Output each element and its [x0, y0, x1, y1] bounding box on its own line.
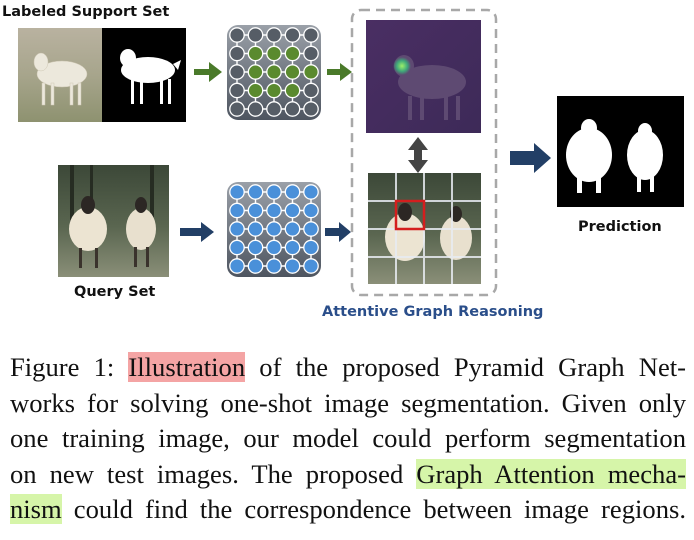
query-set-label: Query Set: [74, 284, 156, 300]
graph-node: [266, 239, 282, 256]
graph-node: [266, 82, 282, 99]
graph-node: [303, 239, 319, 256]
graph-node: [303, 45, 319, 62]
arrow-graph-to-attention-top: [327, 63, 352, 81]
query-sheep-left: [69, 196, 107, 268]
attention-box: [350, 8, 498, 297]
graph-node: [229, 82, 245, 99]
graph-node: [284, 64, 301, 80]
graph-node: [247, 101, 264, 117]
caption-line-1: Figure 1: Illustration of the proposed P…: [10, 350, 686, 386]
graph-node: [247, 27, 264, 43]
graph-node: [247, 202, 264, 219]
graph-node: [303, 82, 319, 99]
figure-diagram: [18, 8, 684, 297]
caption-line-5: nism could find the correspondence betwe…: [10, 492, 686, 528]
graph-node: [284, 101, 301, 117]
support-graph: [227, 25, 321, 120]
graph-node: [229, 45, 245, 62]
graph-node: [247, 258, 264, 274]
attended-region: [394, 199, 426, 231]
caption-line-3: one training image, our model could perf…: [10, 423, 686, 453]
highlight-graph-attention: Graph Attention mecha-: [416, 458, 686, 489]
caption-text: could find the correspondence between im…: [61, 494, 686, 524]
graph-node: [284, 258, 301, 274]
graph-node: [266, 221, 282, 237]
prediction-label: Prediction: [578, 219, 662, 235]
attention-map: [366, 20, 481, 133]
graph-node: [303, 184, 319, 200]
graph-node: [266, 101, 282, 117]
graph-node: [266, 184, 282, 200]
graph-node: [247, 184, 264, 200]
graph-node: [303, 221, 319, 237]
graph-node: [303, 258, 319, 274]
graph-node: [229, 239, 245, 256]
caption-text: of the proposed Pyramid Graph Net-: [245, 352, 686, 382]
graph-node: [229, 221, 245, 237]
graph-node: [266, 258, 282, 274]
highlight-mechanism: nism: [10, 494, 62, 524]
graph-node: [229, 184, 245, 200]
query-image: [58, 165, 169, 277]
arrow-query-to-graph: [180, 222, 214, 242]
support-image: [18, 28, 102, 122]
graph-node: [284, 82, 301, 99]
query-graph: [227, 182, 321, 277]
graph-node: [247, 82, 264, 99]
graph-node: [284, 202, 301, 219]
graph-node: [303, 64, 319, 80]
attention-label: Attentive Graph Reasoning: [322, 304, 544, 320]
graph-node: [229, 202, 245, 219]
graph-node: [266, 27, 282, 43]
caption-line-2: works for solving one-shot image segment…: [10, 387, 686, 418]
correspondence-arrow: [408, 137, 428, 173]
graph-node: [247, 239, 264, 256]
graph-node: [266, 64, 282, 80]
graph-node: [284, 45, 301, 62]
graph-node: [284, 221, 301, 237]
arrow-graph-to-attention-bottom: [325, 222, 351, 242]
query-grid-image: [368, 173, 481, 284]
highlight-illustration: Illustration: [128, 352, 246, 382]
graph-node: [303, 27, 319, 43]
graph-node: [229, 101, 245, 117]
support-set-label: Labeled Support Set: [2, 4, 170, 20]
prediction-mask: [557, 96, 684, 207]
arrow-support-to-graph: [194, 62, 222, 82]
graph-node: [284, 27, 301, 43]
graph-node: [284, 239, 301, 256]
graph-node: [284, 184, 301, 200]
arrow-to-prediction: [510, 143, 551, 173]
graph-node: [247, 64, 264, 80]
graph-node: [247, 221, 264, 237]
graph-node: [303, 101, 319, 117]
caption-text: Figure 1:: [10, 352, 129, 382]
graph-node: [229, 258, 245, 274]
support-sheep: [33, 52, 88, 106]
graph-node: [266, 202, 282, 219]
graph-node: [303, 202, 319, 219]
figure-caption: Figure 1: Illustration of the proposed P…: [10, 350, 686, 528]
graph-node: [266, 45, 282, 62]
graph-node: [229, 27, 245, 43]
graph-node: [229, 64, 245, 80]
query-sheep-right: [126, 197, 156, 267]
caption-line-4: on new test images. The proposed Graph A…: [10, 457, 686, 493]
caption-text: on new test images. The proposed: [10, 458, 417, 489]
support-mask: [102, 28, 186, 122]
graph-node: [247, 45, 264, 62]
